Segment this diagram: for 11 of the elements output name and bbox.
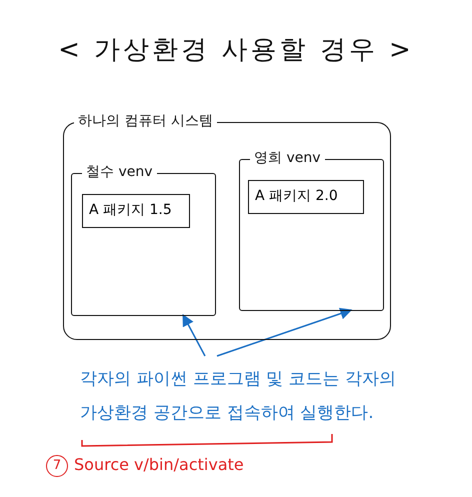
box-heading: 영희 venv <box>250 149 325 167</box>
arrow <box>182 314 206 356</box>
command-text: Source v/bin/activate <box>74 455 244 474</box>
box-heading: 철수 venv <box>82 163 157 181</box>
package-box: A 패키지 1.5 <box>82 194 190 228</box>
package-box: A 패키지 2.0 <box>248 180 364 214</box>
box-heading: 하나의 컴퓨터 시스템 <box>74 112 217 130</box>
callout-number: 7 <box>46 455 68 477</box>
arrow <box>216 308 352 357</box>
note-text: 각자의 파이썬 프로그램 및 코드는 각자의 가상환경 공간으로 접속하여 실행한다. <box>80 362 410 430</box>
title: < 가상환경 사용할 경우 > <box>57 34 415 67</box>
